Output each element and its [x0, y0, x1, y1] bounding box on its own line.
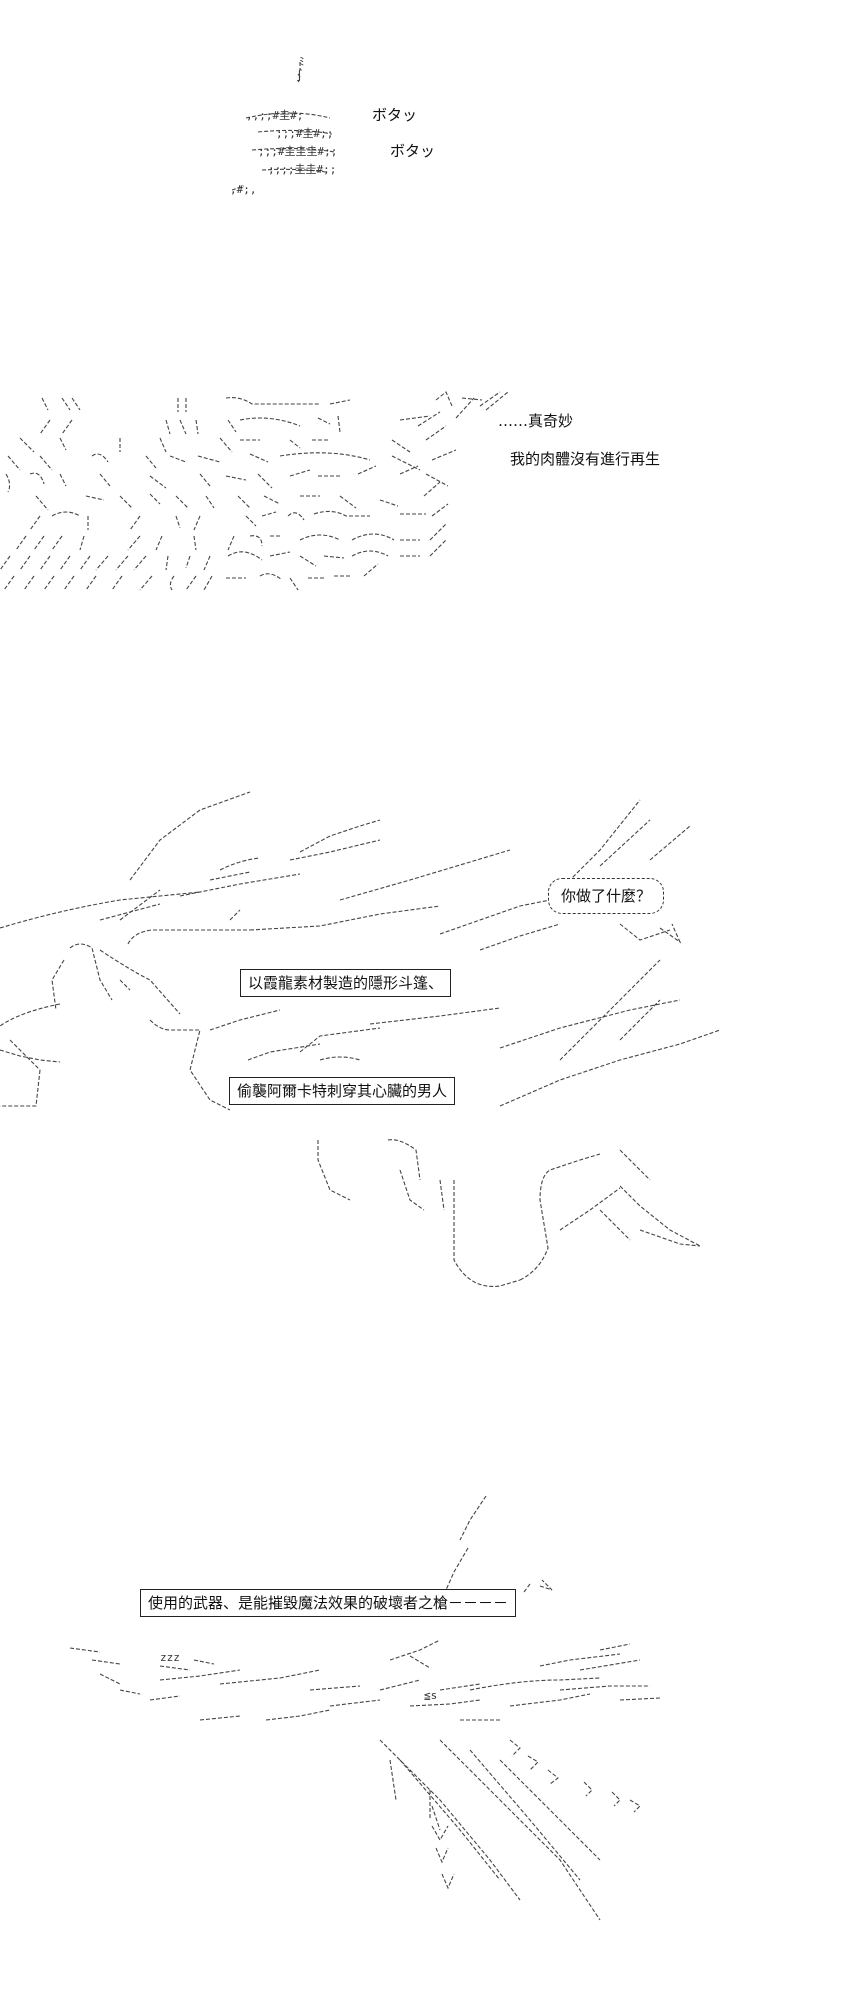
caption-invisible-cloak: 以霞龍素材製造的隱形斗篷、	[240, 969, 452, 997]
sfx-drip-2: ボタッ	[390, 142, 436, 160]
spear-glyph-s: ≦s	[424, 1689, 438, 1702]
drip-glyph-3: ,,;;#圭#;	[246, 109, 304, 122]
panel3-cloak-art	[0, 791, 721, 1288]
drip-glyph-1: ﾐ	[299, 55, 305, 68]
sfx-drip-1: ボタッ	[372, 106, 418, 124]
drip-glyph-6: ;;;;圭圭#;;	[268, 163, 337, 176]
spear-glyph-zzz: zzz	[160, 1651, 180, 1664]
speech-bubble-what-did-you-do: 你做了什麼？	[548, 878, 665, 914]
caption-destroyer-spear: 使用的武器、是能摧毀魔法效果的破壞者之槍－－－－	[140, 1589, 517, 1617]
monologue-no-regeneration: 我的肉體沒有進行再生	[510, 450, 661, 468]
caption-assassin: 偷襲阿爾卡特刺穿其心臟的男人	[229, 1077, 456, 1105]
drip-glyph-2: ∫	[296, 69, 303, 82]
monologue-strange: ……真奇妙	[498, 412, 574, 430]
drip-glyph-7: ,#;,	[230, 183, 257, 196]
drip-glyph-4: ;;;#圭#;;	[276, 127, 334, 140]
panel1-drip-art	[231, 62, 335, 191]
panel2-figure-art	[0, 391, 509, 591]
drip-glyph-5: ;;;#圭圭圭#;;	[258, 145, 338, 158]
panel4-spear-art	[69, 1495, 661, 1921]
